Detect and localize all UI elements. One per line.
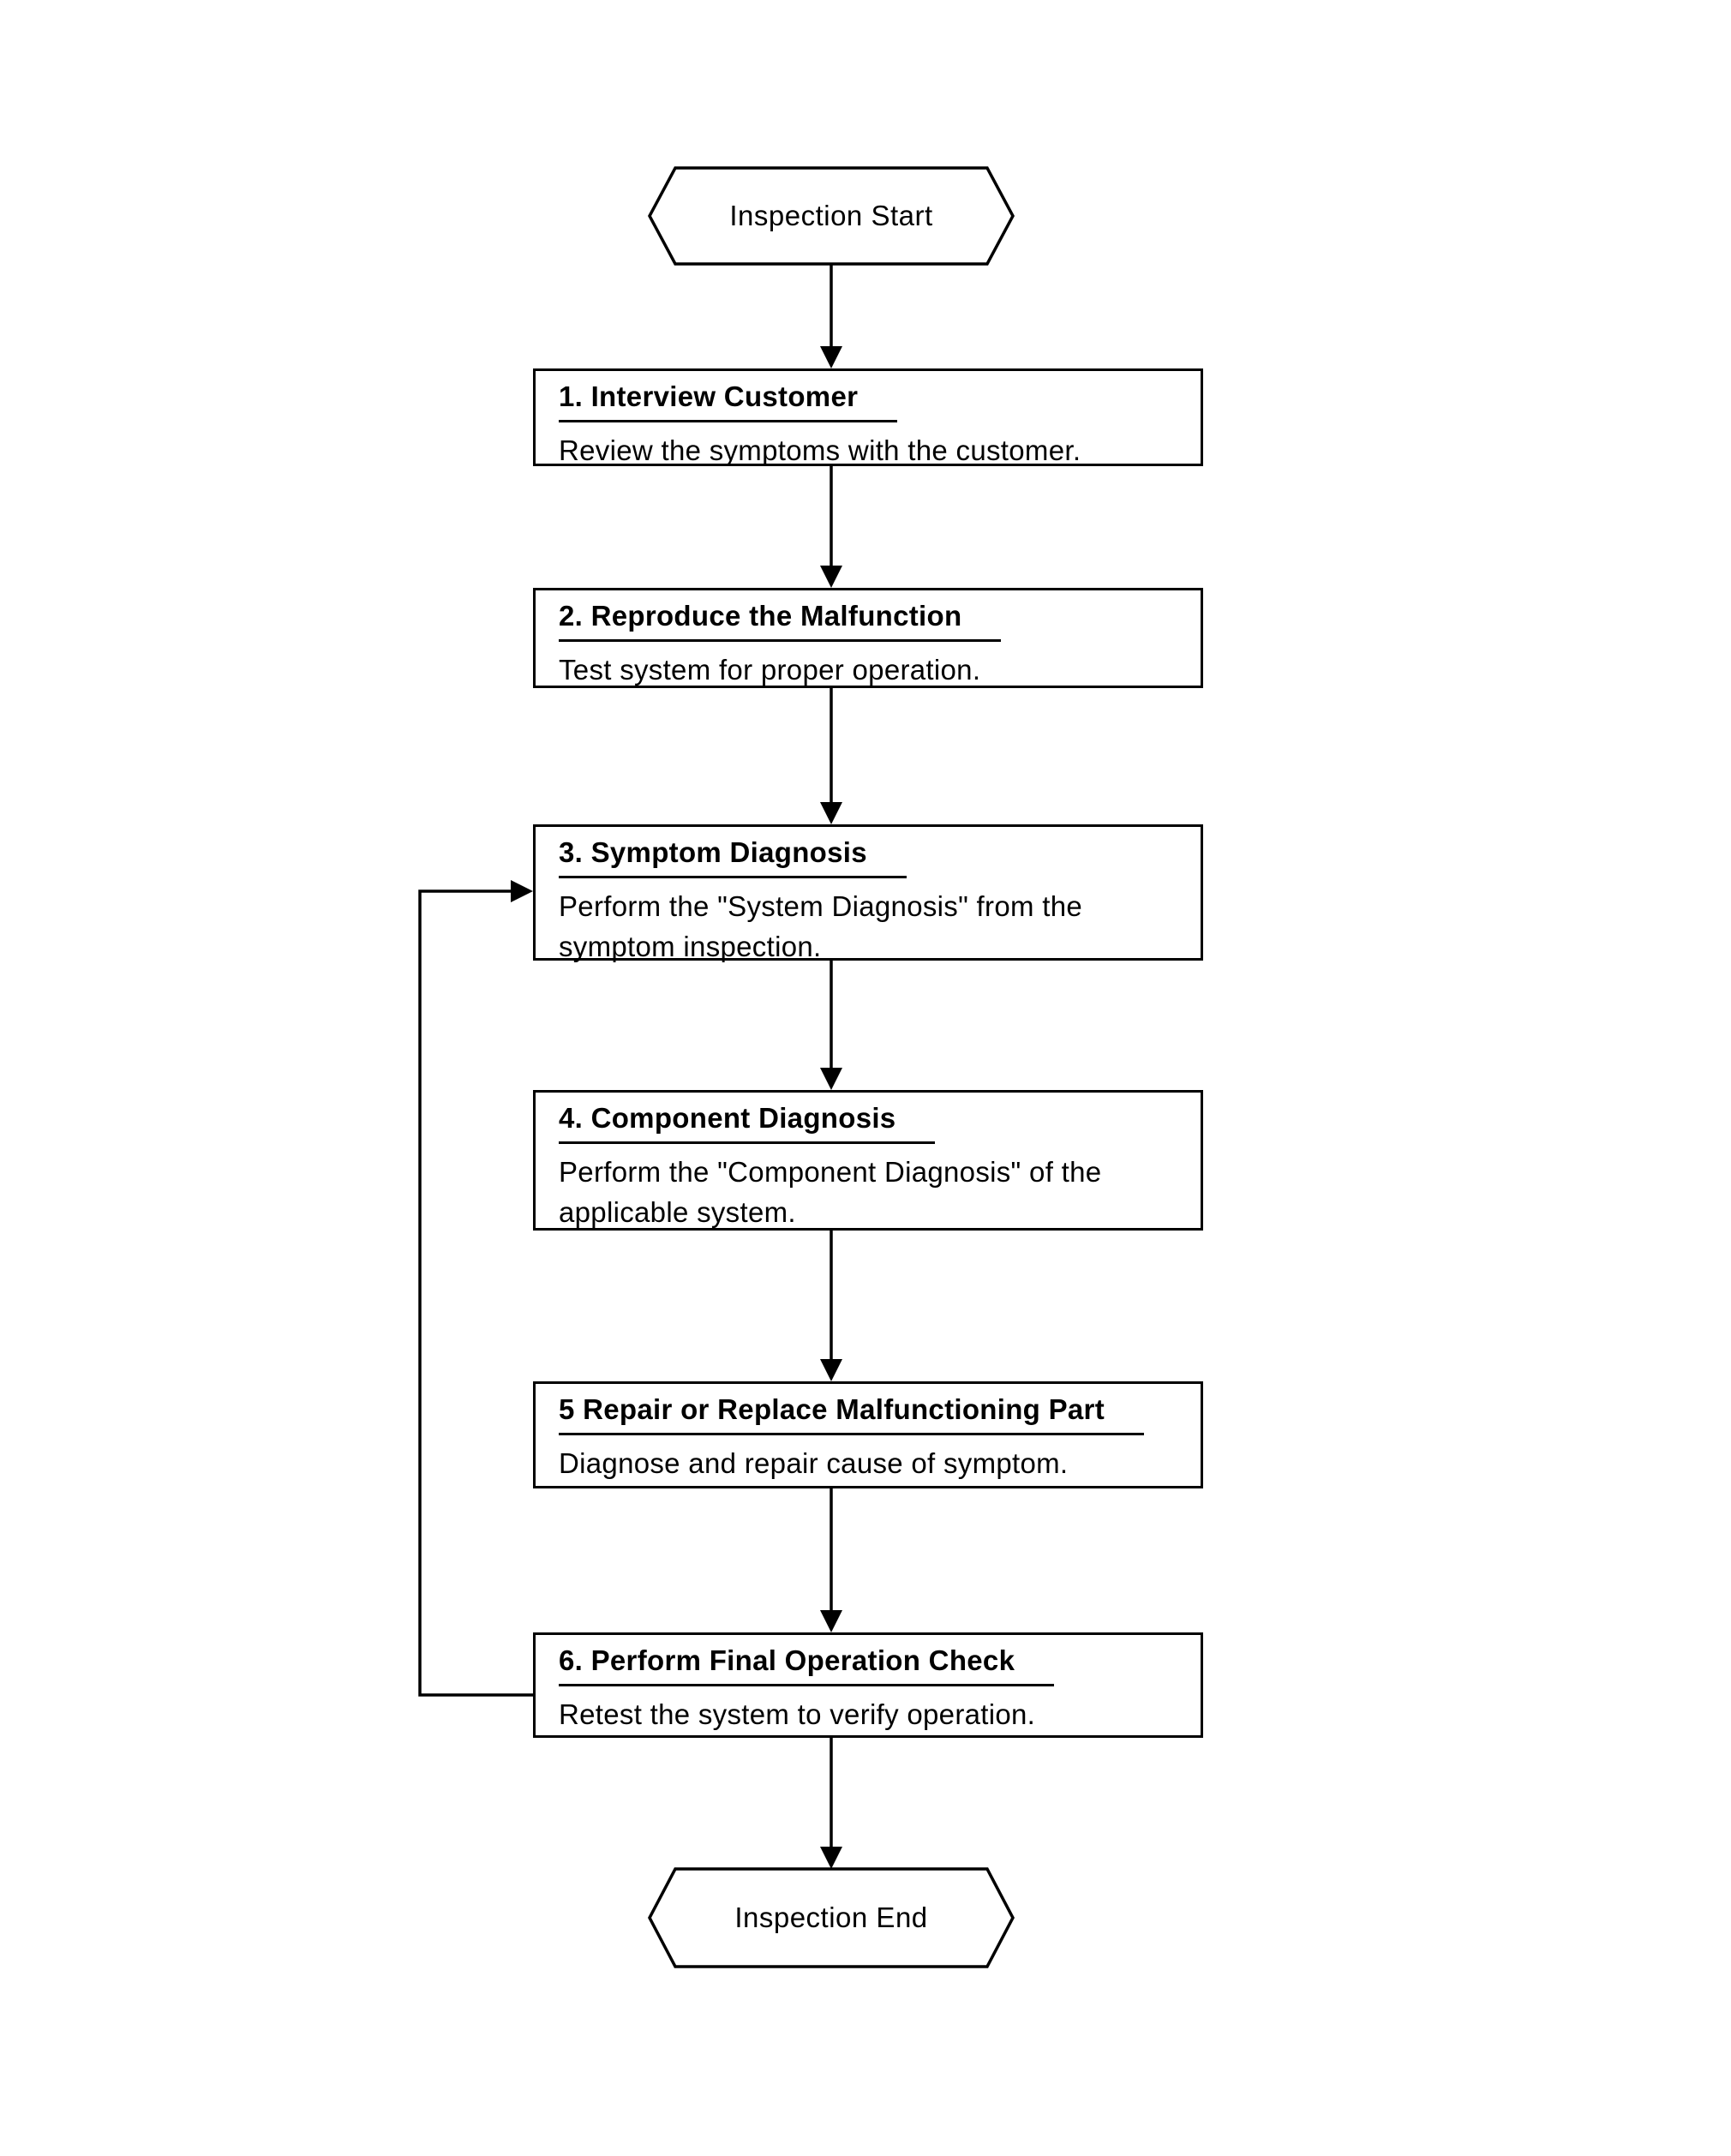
step-1-title: 1. Interview Customer: [559, 380, 1183, 422]
step-3-description: Perform the "System Diagnosis" from the …: [559, 889, 1083, 962]
start-hexagon-shape: [648, 166, 1015, 266]
start-terminal: Inspection Start: [650, 168, 1013, 264]
step-5-description: Diagnose and repair cause of symptom.: [559, 1446, 1069, 1479]
step-3-box: 3. Symptom Diagnosis Perform the "System…: [533, 824, 1203, 962]
step-1-title-text: 1. Interview Customer: [559, 380, 898, 422]
step-2-title: 2. Reproduce the Malfunction: [559, 600, 1183, 642]
arrowhead-step1-to-step2: [820, 566, 842, 588]
step-4-description: Perform the "Component Diagnosis" of the…: [559, 1155, 1102, 1228]
step-1-box: 1. Interview Customer Review the symptom…: [533, 368, 1203, 466]
step-5-title: 5 Repair or Replace Malfunctioning Part: [559, 1393, 1183, 1435]
step-6-box: 6. Perform Final Operation Check Retest …: [533, 1632, 1203, 1738]
step-1-description: Review the symptoms with the customer.: [559, 434, 1081, 466]
start-terminal-label: Inspection Start: [729, 200, 933, 231]
arrowhead-step2-to-step3: [820, 802, 842, 824]
end-terminal: Inspection End: [650, 1869, 1013, 1967]
arrowhead-step3-to-step4: [820, 1068, 842, 1090]
step-6-description: Retest the system to verify operation.: [559, 1698, 1036, 1730]
end-hexagon-shape: [648, 1867, 1015, 1968]
step-3-title: 3. Symptom Diagnosis: [559, 836, 1183, 878]
step-6-title: 6. Perform Final Operation Check: [559, 1644, 1183, 1686]
step-4-title: 4. Component Diagnosis: [559, 1102, 1183, 1144]
step-3-title-text: 3. Symptom Diagnosis: [559, 836, 907, 878]
feedback-loop-line: [418, 889, 533, 1697]
step-4-title-text: 4. Component Diagnosis: [559, 1102, 936, 1144]
step-5-title-text: 5 Repair or Replace Malfunctioning Part: [559, 1393, 1144, 1435]
arrowhead-step4-to-step5: [820, 1359, 842, 1381]
end-terminal-label: Inspection End: [734, 1901, 928, 1933]
step-4-box: 4. Component Diagnosis Perform the "Comp…: [533, 1090, 1203, 1231]
step-2-box: 2. Reproduce the Malfunction Test system…: [533, 588, 1203, 688]
feedback-loop-arrowhead: [511, 880, 533, 902]
step-5-box: 5 Repair or Replace Malfunctioning Part …: [533, 1381, 1203, 1488]
step-2-title-text: 2. Reproduce the Malfunction: [559, 600, 1002, 642]
step-2-description: Test system for proper operation.: [559, 653, 981, 686]
arrowhead-step6-to-end: [820, 1847, 842, 1869]
step-6-title-text: 6. Perform Final Operation Check: [559, 1644, 1055, 1686]
arrowhead-start-to-step1: [820, 346, 842, 368]
arrowhead-step5-to-step6: [820, 1610, 842, 1632]
